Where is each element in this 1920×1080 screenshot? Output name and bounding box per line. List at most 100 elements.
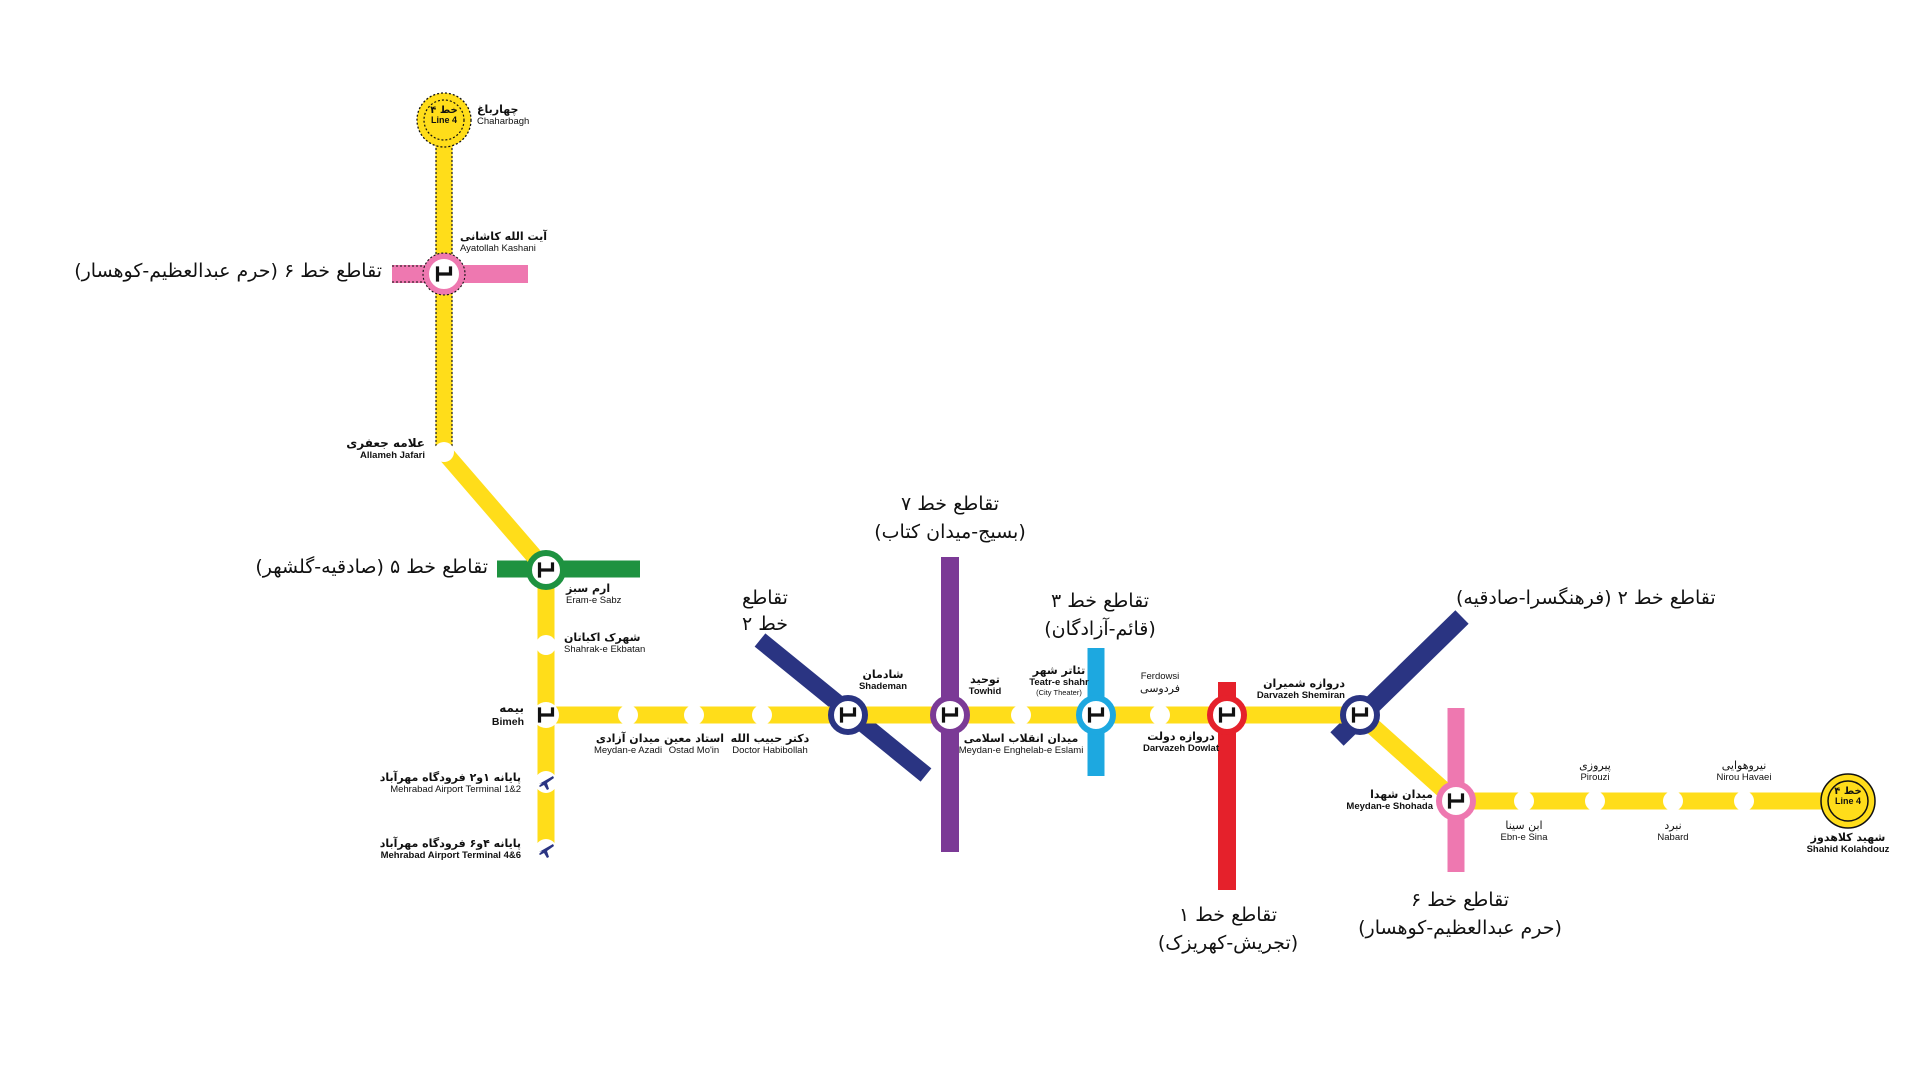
label-ayatollah-kashani-fa: آیت الله کاشانی [460, 230, 548, 243]
station-meydan-e-enghelab[interactable] [1011, 705, 1031, 725]
terminal-north-chaharbagh[interactable] [416, 92, 472, 148]
interchange-teatr-e-shahr[interactable] [1076, 695, 1116, 735]
callout-line6-south-subtitle: (حرم عبدالعظیم-کوهسار) [1358, 916, 1562, 939]
station-nabard[interactable] [1663, 791, 1683, 811]
label-teatr-e-shahr-fa: تئاتر شهر [1032, 664, 1086, 677]
station-bimeh[interactable] [533, 702, 559, 728]
label-ferdowsi-en: Ferdowsi [1140, 671, 1180, 682]
callout-line7-title: تقاطع خط ۷ [900, 493, 999, 515]
callout-line7-subtitle: (بسیج-میدان کتاب) [874, 520, 1026, 543]
label-meydan-e-shohada-fa: میدان شهدا [1370, 788, 1433, 801]
label-shahrak-e-ekbatan-en: Shahrak-e Ekbatan [564, 643, 646, 655]
label-mehrabad-1-2-en: Mehrabad Airport Terminal 1&2 [390, 783, 521, 795]
interchange-eram-e-sabz[interactable] [526, 550, 566, 590]
label-ostad-moin-fa: استاد معین [663, 732, 725, 745]
label-chaharbagh: چهارباغ Chaharbagh [477, 103, 529, 128]
label-allameh-jafari-fa: علامه جعفری [346, 436, 425, 450]
interchange-shademan[interactable] [828, 695, 868, 735]
label-ferdowsi-fa: فردوسی [1140, 681, 1180, 695]
station-doctor-habibollah[interactable] [752, 705, 772, 725]
label-doctor-habibollah-fa: دکتر حبیب الله [730, 732, 810, 745]
terminal-east-en: Line 4 [1834, 796, 1861, 806]
interchange-darvazeh-shemiran[interactable] [1340, 695, 1380, 735]
label-nirou-havaei-en: Nirou Havaei [1716, 771, 1772, 783]
station-ostad-moin[interactable] [684, 705, 704, 725]
station-nirou-havaei[interactable] [1734, 791, 1754, 811]
terminal-north-badge: خط ۴ Line 4 [424, 106, 464, 125]
label-chaharbagh-fa: چهارباغ [477, 103, 519, 116]
interchange-towhid[interactable] [930, 695, 970, 735]
label-towhid-en: Towhid [968, 685, 1002, 697]
label-ostad-moin-en: Ostad Mo'in [668, 744, 720, 756]
label-bimeh-fa: بیمه [499, 701, 524, 715]
label-shademan-en: Shademan [858, 680, 908, 692]
label-towhid: توحید Towhid [960, 673, 1010, 698]
label-doctor-habibollah-en: Doctor Habibollah [732, 744, 808, 756]
callout-line1-title: تقاطع خط ۱ [1178, 904, 1277, 926]
label-ayatollah-kashani-en: Ayatollah Kashani [460, 242, 536, 254]
station-mehrabad-1-2[interactable] [535, 771, 557, 793]
label-ebn-e-sina: ابن سینا Ebn-e Sina [1494, 819, 1554, 844]
callout-line6-south: تقاطع خط ۶ (حرم عبدالعظیم-کوهسار) [1340, 887, 1580, 942]
label-darvazeh-dowlat-fa: دروازه دولت [1147, 730, 1215, 743]
label-nabard-fa: نبرد [1664, 819, 1682, 832]
label-shahrak-e-ekbatan-fa: شهرک اکباتان [564, 631, 641, 644]
label-shahid-kolahdouz: شهید کلاهدوز Shahid Kolahdouz [1800, 831, 1896, 856]
label-meydan-e-enghelab-en: Meydan-e Enghelab-e Eslami [958, 744, 1084, 756]
station-allameh-jafari[interactable] [434, 442, 454, 462]
label-towhid-fa: توحید [970, 673, 1000, 686]
label-darvazeh-shemiran-fa: دروازه شمیران [1263, 677, 1345, 690]
label-mehrabad-4-6-fa: پایانه ۴و۶ فرودگاه مهرآباد [379, 837, 521, 850]
label-doctor-habibollah: دکتر حبیب الله Doctor Habibollah [720, 732, 820, 757]
interchange-darvazeh-dowlat[interactable] [1207, 695, 1247, 735]
label-pirouzi: پیروزی Pirouzi [1570, 759, 1620, 784]
terminal-north-fa: خط ۴ [430, 105, 458, 116]
label-darvazeh-dowlat: دروازه دولت Darvazeh Dowlat [1136, 730, 1226, 755]
callout-line2-east: تقاطع خط ۲ (فرهنگسرا-صادقیه) [1456, 587, 1716, 609]
label-shahid-kolahdouz-en: Shahid Kolahdouz [1806, 843, 1890, 855]
label-eram-e-sabz-fa: ارم سبز [566, 582, 611, 595]
label-nabard-en: Nabard [1657, 831, 1689, 843]
label-shahrak-e-ekbatan: شهرک اکباتان Shahrak-e Ekbatan [564, 631, 646, 656]
label-shademan-fa: شادمان [862, 668, 904, 681]
label-mehrabad-1-2-fa: پایانه ۱و۲ فرودگاه مهرآباد [379, 771, 521, 784]
label-meydan-e-enghelab: میدان انقلاب اسلامی Meydan-e Enghelab-e … [958, 732, 1084, 757]
label-eram-e-sabz: ارم سبز Eram-e Sabz [566, 582, 622, 607]
terminal-north-en: Line 4 [430, 115, 457, 125]
label-pirouzi-fa: پیروزی [1579, 759, 1611, 772]
station-ebn-e-sina[interactable] [1514, 791, 1534, 811]
terminal-east-fa: خط ۴ [1834, 786, 1862, 797]
callout-line5: تقاطع خط ۵ (صادقیه-گلشهر) [255, 556, 488, 578]
label-nirou-havaei: نیروهوایی Nirou Havaei [1709, 759, 1779, 784]
label-mehrabad-1-2: پایانه ۱و۲ فرودگاه مهرآباد Mehrabad Airp… [379, 771, 521, 796]
station-meydan-e-azadi[interactable] [618, 705, 638, 725]
label-ebn-e-sina-fa: ابن سینا [1505, 819, 1543, 832]
label-darvazeh-shemiran-en: Darvazeh Shemiran [1256, 689, 1345, 701]
callout-line6-south-title: تقاطع خط ۶ [1410, 889, 1509, 911]
label-ferdowsi: Ferdowsi فردوسی [1130, 671, 1190, 696]
line4-track-main [546, 706, 1848, 810]
label-mehrabad-4-6: پایانه ۴و۶ فرودگاه مهرآباد Mehrabad Airp… [379, 837, 521, 862]
label-ostad-moin: استاد معین Ostad Mo'in [659, 732, 729, 757]
label-mehrabad-4-6-en: Mehrabad Airport Terminal 4&6 [380, 849, 521, 861]
label-meydan-e-azadi-en: Meydan-e Azadi [593, 744, 663, 756]
callout-line2-west: تقاطع خط ۲ [730, 586, 800, 637]
label-meydan-e-azadi: میدان آزادی Meydan-e Azadi [588, 732, 668, 757]
station-pirouzi[interactable] [1585, 791, 1605, 811]
label-ayatollah-kashani: آیت الله کاشانی Ayatollah Kashani [460, 230, 548, 255]
label-darvazeh-dowlat-en: Darvazeh Dowlat [1142, 742, 1220, 754]
station-shahrak-e-ekbatan[interactable] [536, 635, 556, 655]
terminal-east-shahid-kolahdouz[interactable] [1820, 773, 1876, 829]
label-teatr-e-shahr-en: Teatr-e shahr [1029, 676, 1089, 688]
interchange-meydan-e-shohada[interactable] [1436, 781, 1476, 821]
label-eram-e-sabz-en: Eram-e Sabz [566, 594, 622, 606]
interchange-ayatollah-kashani[interactable] [422, 252, 466, 296]
label-meydan-e-shohada-en: Meydan-e Shohada [1346, 800, 1433, 812]
station-ferdowsi[interactable] [1150, 705, 1170, 725]
callout-line1-subtitle: (تجریش-کهریزک) [1157, 931, 1299, 954]
label-teatr-e-shahr-en2: (City Theater) [1036, 687, 1082, 697]
callout-line6-north: تقاطع خط ۶ (حرم عبدالعظیم-کوهسار) [74, 260, 382, 282]
station-mehrabad-4-6[interactable] [535, 839, 557, 861]
label-bimeh-en: Bimeh [491, 715, 524, 728]
